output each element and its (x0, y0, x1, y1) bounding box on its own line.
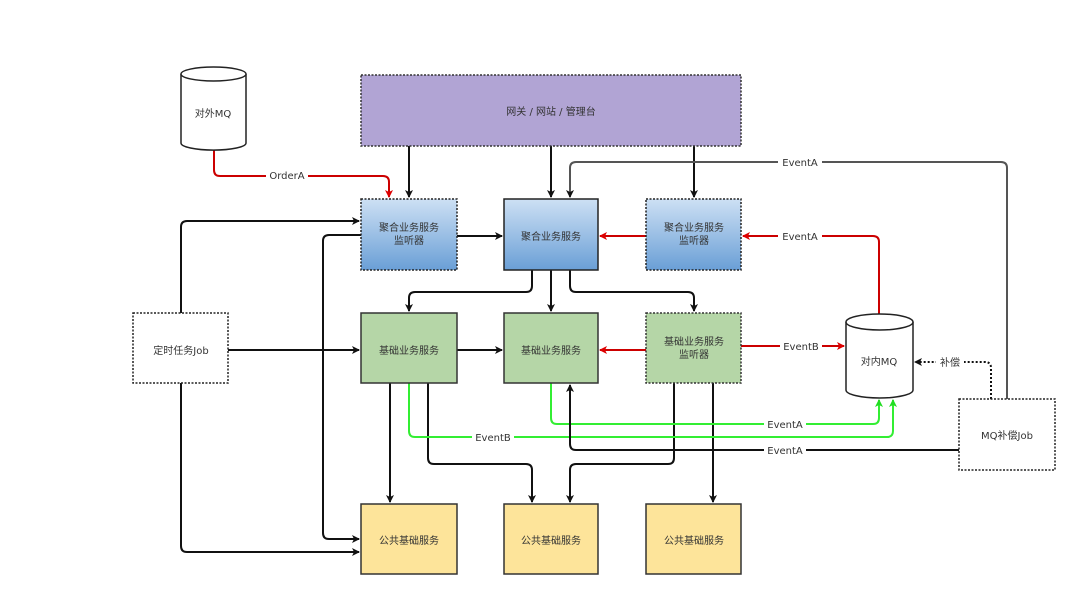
label-eventA-green: EventA (767, 420, 803, 431)
node-common-service-3-label: 公共基础服务 (664, 534, 724, 547)
node-base-service-2-label: 基础业务服务 (521, 344, 581, 357)
node-base-listener-line1: 基础业务服务 (664, 335, 724, 348)
node-scheduled-job[interactable]: 定时任务Job (132, 312, 229, 384)
node-common-service-1[interactable]: 公共基础服务 (360, 503, 458, 575)
label-orderA: OrderA (269, 171, 304, 182)
edge-compensation (914, 358, 992, 399)
node-mq-compensation-job[interactable]: MQ补偿Job (958, 398, 1056, 471)
edge-job-to-agg-listener (180, 217, 360, 313)
node-gateway-label: 网关 / 网站 / 管理台 (506, 105, 595, 118)
edge-job-to-common-1 (180, 383, 360, 556)
node-agg-listener-right-line2: 监听器 (679, 234, 709, 247)
node-agg-listener-right[interactable]: 聚合业务服务 监听器 (645, 198, 742, 271)
node-agg-listener-left[interactable]: 聚合业务服务 监听器 (360, 198, 458, 271)
node-external-mq-label: 对外MQ (195, 107, 232, 120)
node-base-listener-line2: 监听器 (679, 348, 709, 361)
node-external-mq[interactable]: 对外MQ (180, 66, 247, 151)
node-agg-service[interactable]: 聚合业务服务 (503, 198, 599, 271)
node-agg-service-label: 聚合业务服务 (521, 230, 581, 243)
edge-labels: OrderA EventA EventA EventB 补偿 EventA Ev… (266, 155, 964, 457)
edge-agg-listener-to-common-1 (322, 234, 361, 543)
node-base-service-2[interactable]: 基础业务服务 (503, 312, 599, 384)
label-eventA-top: EventA (782, 158, 818, 169)
node-common-service-2-label: 公共基础服务 (521, 534, 581, 547)
label-eventA-red: EventA (782, 232, 818, 243)
node-agg-listener-right-line1: 聚合业务服务 (664, 221, 724, 234)
edge-eventA-green (550, 383, 883, 425)
edge-base1-to-common-2 (427, 383, 536, 503)
edge-agg-to-base-listener (569, 270, 698, 312)
label-compensation: 补偿 (940, 356, 960, 369)
node-common-service-2[interactable]: 公共基础服务 (503, 503, 599, 575)
node-agg-listener-left-line1: 聚合业务服务 (379, 221, 439, 234)
node-base-service-1-label: 基础业务服务 (379, 344, 439, 357)
edge-base-listener-to-common-2 (566, 383, 675, 503)
edge-eventA-black (566, 384, 959, 451)
node-base-service-1[interactable]: 基础业务服务 (360, 312, 458, 384)
node-gateway[interactable]: 网关 / 网站 / 管理台 (360, 74, 742, 147)
node-common-service-1-label: 公共基础服务 (379, 534, 439, 547)
label-eventA-black: EventA (767, 446, 803, 457)
label-eventB-red: EventB (783, 342, 819, 353)
label-eventB-green: EventB (475, 433, 511, 444)
node-agg-listener-left-line2: 监听器 (394, 234, 424, 247)
node-internal-mq[interactable]: 对内MQ (845, 313, 914, 399)
edge-agg-to-base-1 (405, 270, 533, 312)
node-mq-compensation-job-label: MQ补偿Job (981, 429, 1033, 442)
edge-eventB-green (408, 383, 897, 438)
node-scheduled-job-label: 定时任务Job (153, 344, 208, 357)
edge-eventA-red (742, 232, 880, 322)
node-common-service-3[interactable]: 公共基础服务 (645, 503, 742, 575)
node-internal-mq-label: 对内MQ (861, 355, 898, 368)
node-base-listener[interactable]: 基础业务服务 监听器 (645, 312, 742, 384)
